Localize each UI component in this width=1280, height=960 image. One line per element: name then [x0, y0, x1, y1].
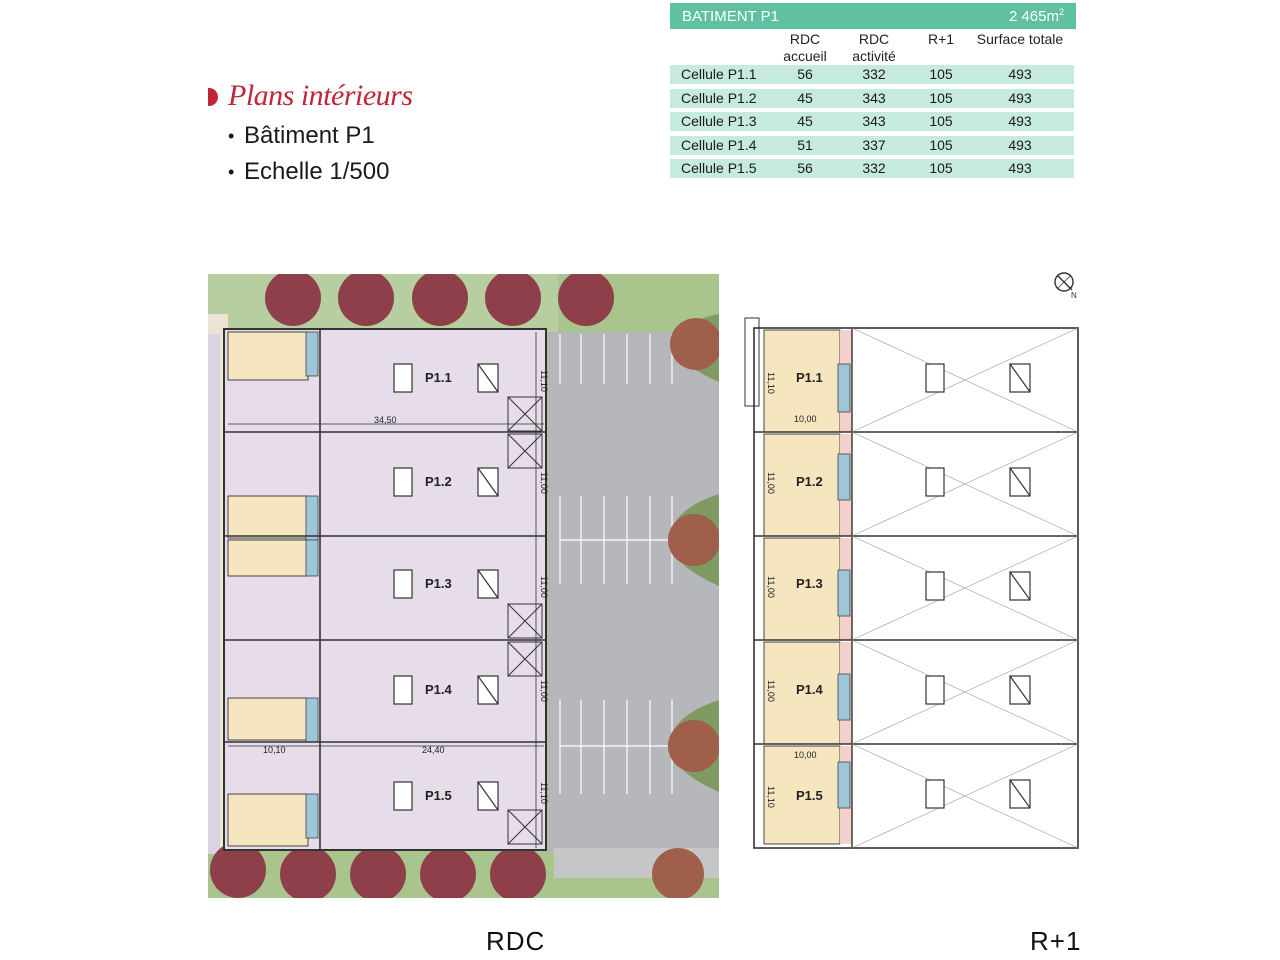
column-headers: RDC accueil RDC activité R+1 Surface tot…: [670, 29, 1076, 65]
table-cell-r1: 105: [929, 89, 953, 106]
table-cell-name: Cellule P1.2: [681, 89, 757, 106]
office-zones: [227, 331, 309, 847]
bullet-building: Bâtiment P1: [228, 118, 413, 154]
dim-depth: 11,00: [539, 576, 549, 598]
r1-cell-label: P1.4: [796, 682, 824, 697]
table-cell-name: Cellule P1.5: [681, 160, 757, 176]
rdc-cell-label: P1.4: [425, 682, 453, 697]
col-rdc-accueil: RDC accueil: [783, 31, 827, 64]
table-cell-accueil: 51: [797, 136, 813, 153]
table-cell-activite: 343: [862, 113, 886, 129]
r1-cell-label: P1.1: [796, 370, 823, 385]
table-row: Cellule P1.1 56 332 105 493: [670, 65, 1074, 84]
bullet-scale: Echelle 1/500: [228, 154, 413, 190]
table-cell-name: Cellule P1.3: [681, 113, 757, 129]
table-cell-r1: 105: [929, 136, 953, 153]
r1-dim-depth: 11,00: [766, 576, 776, 598]
r1-dim-width: 10,00: [794, 750, 817, 760]
table-cell-activite: 332: [862, 160, 886, 176]
rdc-cell-label: P1.1: [425, 370, 452, 385]
table-header: BATIMENT P1 2 465m2: [670, 3, 1076, 29]
dim-depth: 11,00: [539, 680, 549, 702]
r1-cell-label: P1.2: [796, 474, 823, 489]
r1-dim-depth: 11,00: [766, 680, 776, 702]
svg-text:N: N: [1071, 291, 1077, 300]
open-void-crosses: [851, 327, 1079, 849]
section-heading: Plans intérieurs Bâtiment P1 Echelle 1/5…: [208, 78, 413, 190]
table-cell-accueil: 45: [797, 113, 813, 129]
dim-left: 10,10: [263, 745, 286, 755]
table-cell-activite: 332: [862, 66, 886, 82]
col-rdc-activite: RDC activité: [852, 31, 896, 64]
r1-dim-width: 10,00: [794, 414, 817, 424]
dim-depth: 11,10: [539, 782, 549, 804]
building-name: BATIMENT P1: [682, 7, 779, 25]
table-cell-activite: 337: [862, 136, 886, 153]
rdc-label: RDC: [486, 926, 546, 956]
table-cell-total: 493: [1008, 136, 1032, 153]
section-title: Plans intérieurs: [208, 78, 413, 114]
cell-icons: [393, 363, 499, 811]
table-row: Cellule P1.4 51 337 105 493: [670, 135, 1074, 155]
r1-cell-label: P1.5: [796, 788, 823, 803]
rdc-plan: P1.1 P1.2 P1.3 P1.4 P1.5 34,50 10,10 24,…: [208, 274, 719, 898]
rdc-cell-label: P1.5: [425, 788, 452, 803]
table-cell-name: Cellule P1.4: [681, 136, 757, 153]
total-area: 2 465m2: [1008, 7, 1064, 25]
col-r1: R+1: [927, 31, 955, 47]
table-row: Cellule P1.3 45 343 105 493: [670, 112, 1074, 131]
col-surface-totale: Surface totale: [976, 31, 1064, 47]
table-cell-total: 493: [1008, 160, 1032, 176]
table-cell-total: 493: [1008, 113, 1032, 129]
dim-right: 24,40: [422, 745, 445, 755]
rdc-cell-label: P1.3: [425, 576, 452, 591]
surface-table: BATIMENT P1 2 465m2 RDC accueil RDC acti…: [670, 3, 1076, 183]
dim-depth: 11,00: [539, 472, 549, 494]
r1-label: R+1: [1030, 926, 1082, 956]
rdc-cell-label: P1.2: [425, 474, 452, 489]
table-cell-total: 493: [1008, 89, 1032, 106]
loading-doors: [507, 396, 543, 845]
dim-length: 34,50: [374, 415, 397, 425]
heading-bullets: Bâtiment P1 Echelle 1/500: [208, 118, 413, 190]
table-cell-accueil: 45: [797, 89, 813, 106]
r1-dim-depth: 11,10: [766, 786, 776, 808]
table-row: Cellule P1.2 45 343 105 493: [670, 88, 1074, 108]
table-cell-accueil: 56: [797, 66, 813, 82]
table-cell-r1: 105: [929, 160, 953, 176]
table-cell-name: Cellule P1.1: [681, 66, 757, 82]
parking-stalls: [559, 334, 678, 794]
trees: [210, 274, 719, 898]
table-cell-total: 493: [1008, 66, 1032, 82]
title-marker-icon: [208, 88, 218, 106]
table-cell-r1: 105: [929, 113, 953, 129]
r1-office-zones: [763, 329, 841, 845]
r1-dim-depth: 11,00: [766, 472, 776, 494]
table-row: Cellule P1.5 56 332 105 493: [670, 159, 1074, 178]
north-compass-icon: N: [1054, 272, 1077, 300]
dim-depth: 11,10: [539, 370, 549, 392]
r1-sanitary: [837, 363, 851, 809]
table-cell-accueil: 56: [797, 160, 813, 176]
table-cell-r1: 105: [929, 66, 953, 82]
r1-dim-depth: 11,10: [766, 372, 776, 394]
table-cell-activite: 343: [862, 89, 886, 106]
r1-cell-icons: [925, 363, 1031, 809]
r1-plan: P1.1 P1.2 P1.3 P1.4 P1.5 10,00 10,00 11,…: [744, 317, 1079, 849]
r1-cell-label: P1.3: [796, 576, 823, 591]
